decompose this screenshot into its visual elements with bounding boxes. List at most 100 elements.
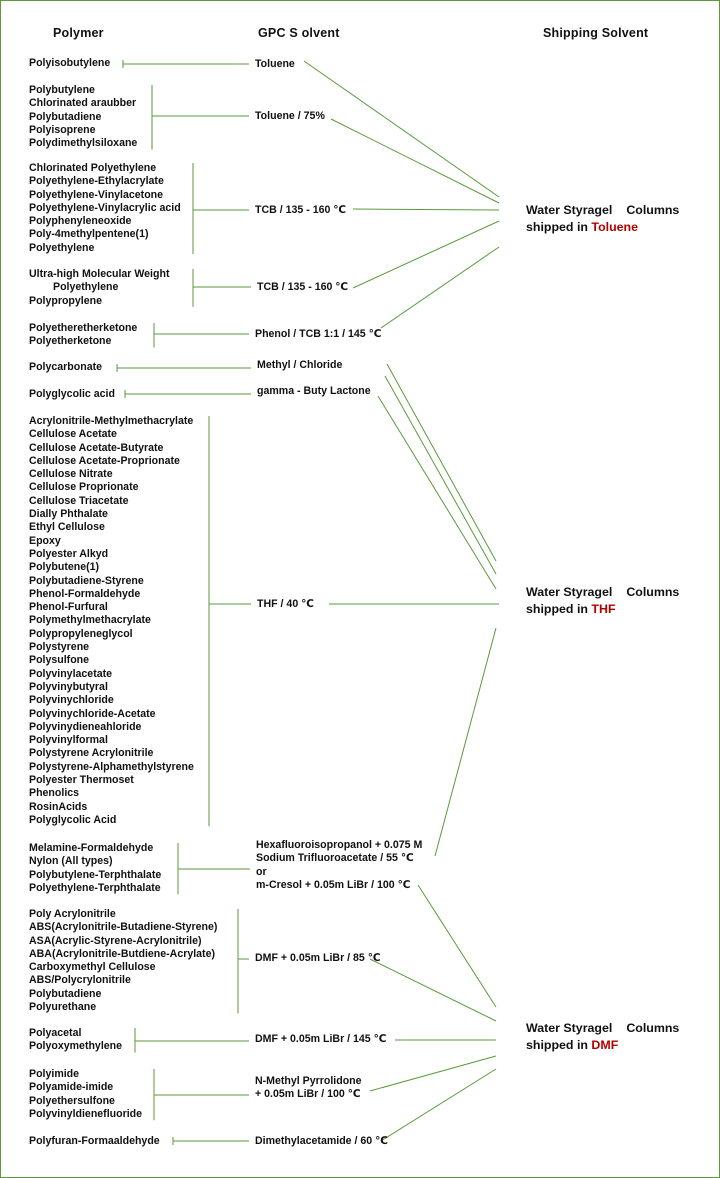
- solvent-text: N-Methyl Pyrrolidone: [255, 1075, 362, 1087]
- polymer-name: Polyglycolic Acid: [29, 813, 117, 826]
- shipping-connector-line: [417, 884, 497, 1008]
- solvent-text: DMF + 0.05m LiBr / 85 ℃: [255, 952, 381, 964]
- gpc-solvent-label: TCB / 135 - 160 ℃: [255, 204, 346, 217]
- polymer-name: Polyphenyleneoxide: [29, 215, 132, 228]
- polymer-name: Polyamide-imide: [29, 1081, 114, 1094]
- polymer-name: Polyethylene: [53, 281, 119, 294]
- polymer-name: Polypropyleneglycol: [29, 627, 133, 640]
- destination-label: Water Styragel: [526, 1021, 613, 1035]
- polymer-name: Acrylonitrile-Methylmethacrylate: [29, 415, 194, 427]
- polymer-name: Cellulose Proprionate: [29, 481, 139, 494]
- shipping-connector-line: [380, 1068, 497, 1142]
- polymer-name: Polyester Alkyd: [29, 547, 109, 560]
- solvent-text: TCB / 135 - 160 ℃: [255, 204, 347, 216]
- gpc-solvent-label: Toluene: [255, 58, 295, 71]
- gpc-solvent-label: gamma - Buty Lactone: [257, 385, 371, 398]
- solvent-text: or: [256, 865, 267, 878]
- solvent-text: Hexafluoroisopropanol + 0.075 M: [256, 839, 423, 851]
- polymer-name: ASA(Acrylic-Styrene-Acrylonitrile): [29, 934, 202, 947]
- polymer-name: Cellulose Nitrate: [29, 468, 113, 481]
- polymer-name: Polysulfone: [29, 654, 90, 667]
- destination-solvent: THF: [591, 602, 616, 616]
- shipping-solvent-column-header: Shipping Solvent: [543, 26, 649, 40]
- polymer-group: Polyfuran-Formaaldehyde: [29, 1135, 160, 1148]
- shipping-connector-line: [369, 1055, 497, 1092]
- polymer-name: Polybutylene: [29, 84, 95, 96]
- destination-label: Water Styragel: [526, 585, 613, 599]
- polymer-name: Poly Acrylonitrile: [29, 908, 116, 920]
- shipping-connector-line: [380, 246, 500, 329]
- polymer-name: Polyfuran-Formaaldehyde: [29, 1135, 160, 1147]
- polymer-name: Polyethylene: [29, 241, 95, 254]
- polymer-name: Polyetherketone: [29, 335, 112, 348]
- gpc-solvent-label: Methyl / Chloride: [257, 359, 342, 372]
- destination-shipped-in: shipped in: [526, 1038, 588, 1052]
- polymer-name: Phenol-Furfural: [29, 601, 108, 614]
- polymer-name: Polydimethylsiloxane: [29, 137, 138, 150]
- polymer-name: Ultra-high Molecular Weight: [29, 268, 170, 280]
- solvent-text: + 0.05m LiBr / 100 ℃: [255, 1088, 361, 1101]
- gpc-solvent-label: TCB / 135 - 160 ℃: [257, 281, 348, 294]
- polymer-name: Polyvinydieneahloride: [29, 720, 142, 733]
- polymer-name: Polyethylene-Ethylacrylate: [29, 175, 164, 188]
- solvent-text: Phenol / TCB 1:1 / 145 ℃: [255, 328, 382, 340]
- polymer-name: Polycarbonate: [29, 361, 103, 373]
- polymer-name: Polyisobutylene: [29, 57, 111, 69]
- shipping-connector-line: [352, 220, 500, 289]
- polymer-group: Polyisobutylene: [29, 57, 110, 70]
- solvent-text: Dimethylacetamide / 60 ℃: [255, 1135, 388, 1147]
- solvent-text: m-Cresol + 0.05m LiBr / 100 ℃: [256, 878, 411, 891]
- polymer-name: Polyvinychloride-Acetate: [29, 707, 156, 720]
- solvent-text: gamma - Buty Lactone: [257, 385, 371, 397]
- polymer-name: Polyisoprene: [29, 123, 96, 136]
- polymer-name: Polyethylene-Vinylacetone: [29, 188, 164, 201]
- polymer-name: Polyester Thermoset: [29, 774, 134, 787]
- gpc-solvent-label: Toluene / 75%: [255, 110, 325, 123]
- polymer-name: Chlorinated Polyethylene: [29, 162, 157, 174]
- shipping-connector-line: [386, 363, 497, 562]
- solvent-text: Sodium Trifluoroacetate / 55 ℃: [256, 852, 414, 865]
- polymer-name: Polystyrene-Alphamethylstyrene: [29, 760, 194, 773]
- polymer-name: Polypropylene: [29, 294, 102, 307]
- polymer-name: Phenol-Formaldehyde: [29, 587, 141, 600]
- polymer-name: Cellulose Acetate-Proprionate: [29, 454, 180, 467]
- destination-columns: Columns: [626, 203, 680, 217]
- shipping-connector-line: [434, 627, 497, 857]
- solvent-text: THF / 40 ℃: [257, 598, 314, 610]
- gpc-solvent-label: N-Methyl Pyrrolidone+ 0.05m LiBr / 100 ℃: [255, 1075, 362, 1102]
- polymer-name: Dially Phthalate: [29, 508, 108, 521]
- polymer-name: Polybutadiene: [29, 987, 102, 1000]
- solvent-text: Toluene: [255, 58, 295, 70]
- gpc-solvent-column-header: GPC S olvent: [258, 26, 340, 40]
- polymer-name: Polyethylene-Vinylacrylic acid: [29, 201, 181, 214]
- destination-solvent: Toluene: [591, 220, 639, 234]
- polymer-name: Polyurethane: [29, 1001, 97, 1014]
- gpc-solvent-label: DMF + 0.05m LiBr / 85 ℃: [255, 952, 381, 965]
- polymer-name: Polyvinybutyral: [29, 680, 108, 693]
- gpc-solvent-label: DMF + 0.05m LiBr / 145 ℃: [255, 1033, 386, 1046]
- shipping-connector-line: [377, 395, 497, 590]
- destination-solvent: DMF: [591, 1038, 619, 1052]
- destination-shipped-in: shipped in: [526, 220, 588, 234]
- destination-columns: Columns: [626, 585, 680, 599]
- polymer-name: Polymethylmethacrylate: [29, 614, 151, 627]
- polymer-name: Polyethylene-Terphthalate: [29, 881, 161, 894]
- polymer-name: Cellulose Triacetate: [29, 494, 129, 507]
- polymer-name: Polybutene(1): [29, 561, 100, 574]
- polymer-name: Polyoxymethylene: [29, 1040, 123, 1053]
- destination-shipped-in: shipped in: [526, 602, 588, 616]
- gpc-solvent-label: THF / 40 ℃: [257, 598, 314, 611]
- solvent-text: DMF + 0.05m LiBr / 145 ℃: [255, 1033, 387, 1045]
- polymer-name: Melamine-Formaldehyde: [29, 842, 154, 854]
- polymer-name: Polyglycolic acid: [29, 388, 115, 400]
- polymer-name: Polystyrene: [29, 641, 90, 654]
- gpc-solvent-label: Dimethylacetamide / 60 ℃: [255, 1135, 388, 1148]
